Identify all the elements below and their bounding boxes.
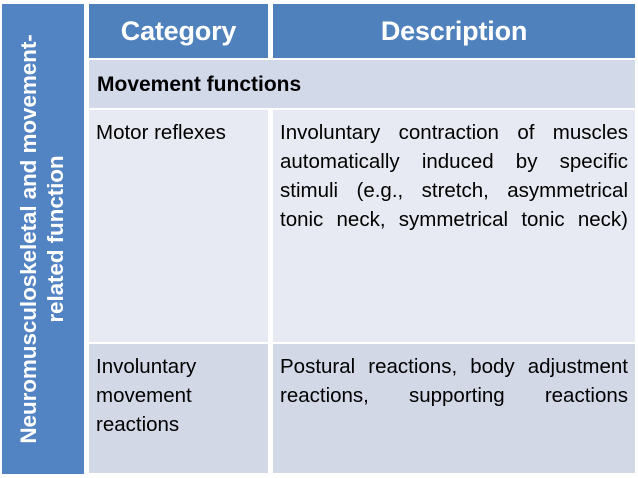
table-section-row: Movement functions	[89, 60, 635, 108]
table-row: Motor reflexes Involuntary contraction o…	[89, 110, 635, 342]
section-heading-label: Movement functions	[97, 72, 302, 96]
section-heading-cell: Movement functions	[89, 60, 635, 108]
column-divider	[268, 4, 273, 58]
column-header-description-label: Description	[380, 15, 528, 46]
row-category-text: Motor reflexes	[96, 121, 226, 144]
side-banner-label: Neuromusculoskeletal and movement-relate…	[16, 34, 68, 444]
table-row: Involuntary movement reactions Postural …	[89, 344, 635, 473]
column-header-category: Category	[89, 4, 268, 58]
row-category-text: Involuntary movement reactions	[96, 355, 197, 437]
column-divider	[268, 110, 273, 342]
table-header-row: Category Description	[89, 4, 635, 58]
row-description-text: Postural reactions, body adjustment reac…	[280, 355, 628, 408]
row-category-cell: Motor reflexes	[89, 110, 268, 342]
column-header-description: Description	[273, 4, 635, 58]
content-table: Category Description Movement functions …	[89, 4, 635, 474]
side-banner-rotated-wrapper: Neuromusculoskeletal and movement-relate…	[3, 5, 83, 473]
column-header-category-label: Category	[120, 15, 237, 46]
row-category-cell: Involuntary movement reactions	[89, 344, 268, 473]
row-description-cell: Postural reactions, body adjustment reac…	[273, 344, 635, 473]
side-banner: Neuromusculoskeletal and movement-relate…	[2, 4, 84, 474]
row-description-text: Involuntary contraction of muscles autom…	[280, 121, 628, 232]
column-divider	[268, 344, 273, 473]
row-description-cell: Involuntary contraction of muscles autom…	[273, 110, 635, 342]
